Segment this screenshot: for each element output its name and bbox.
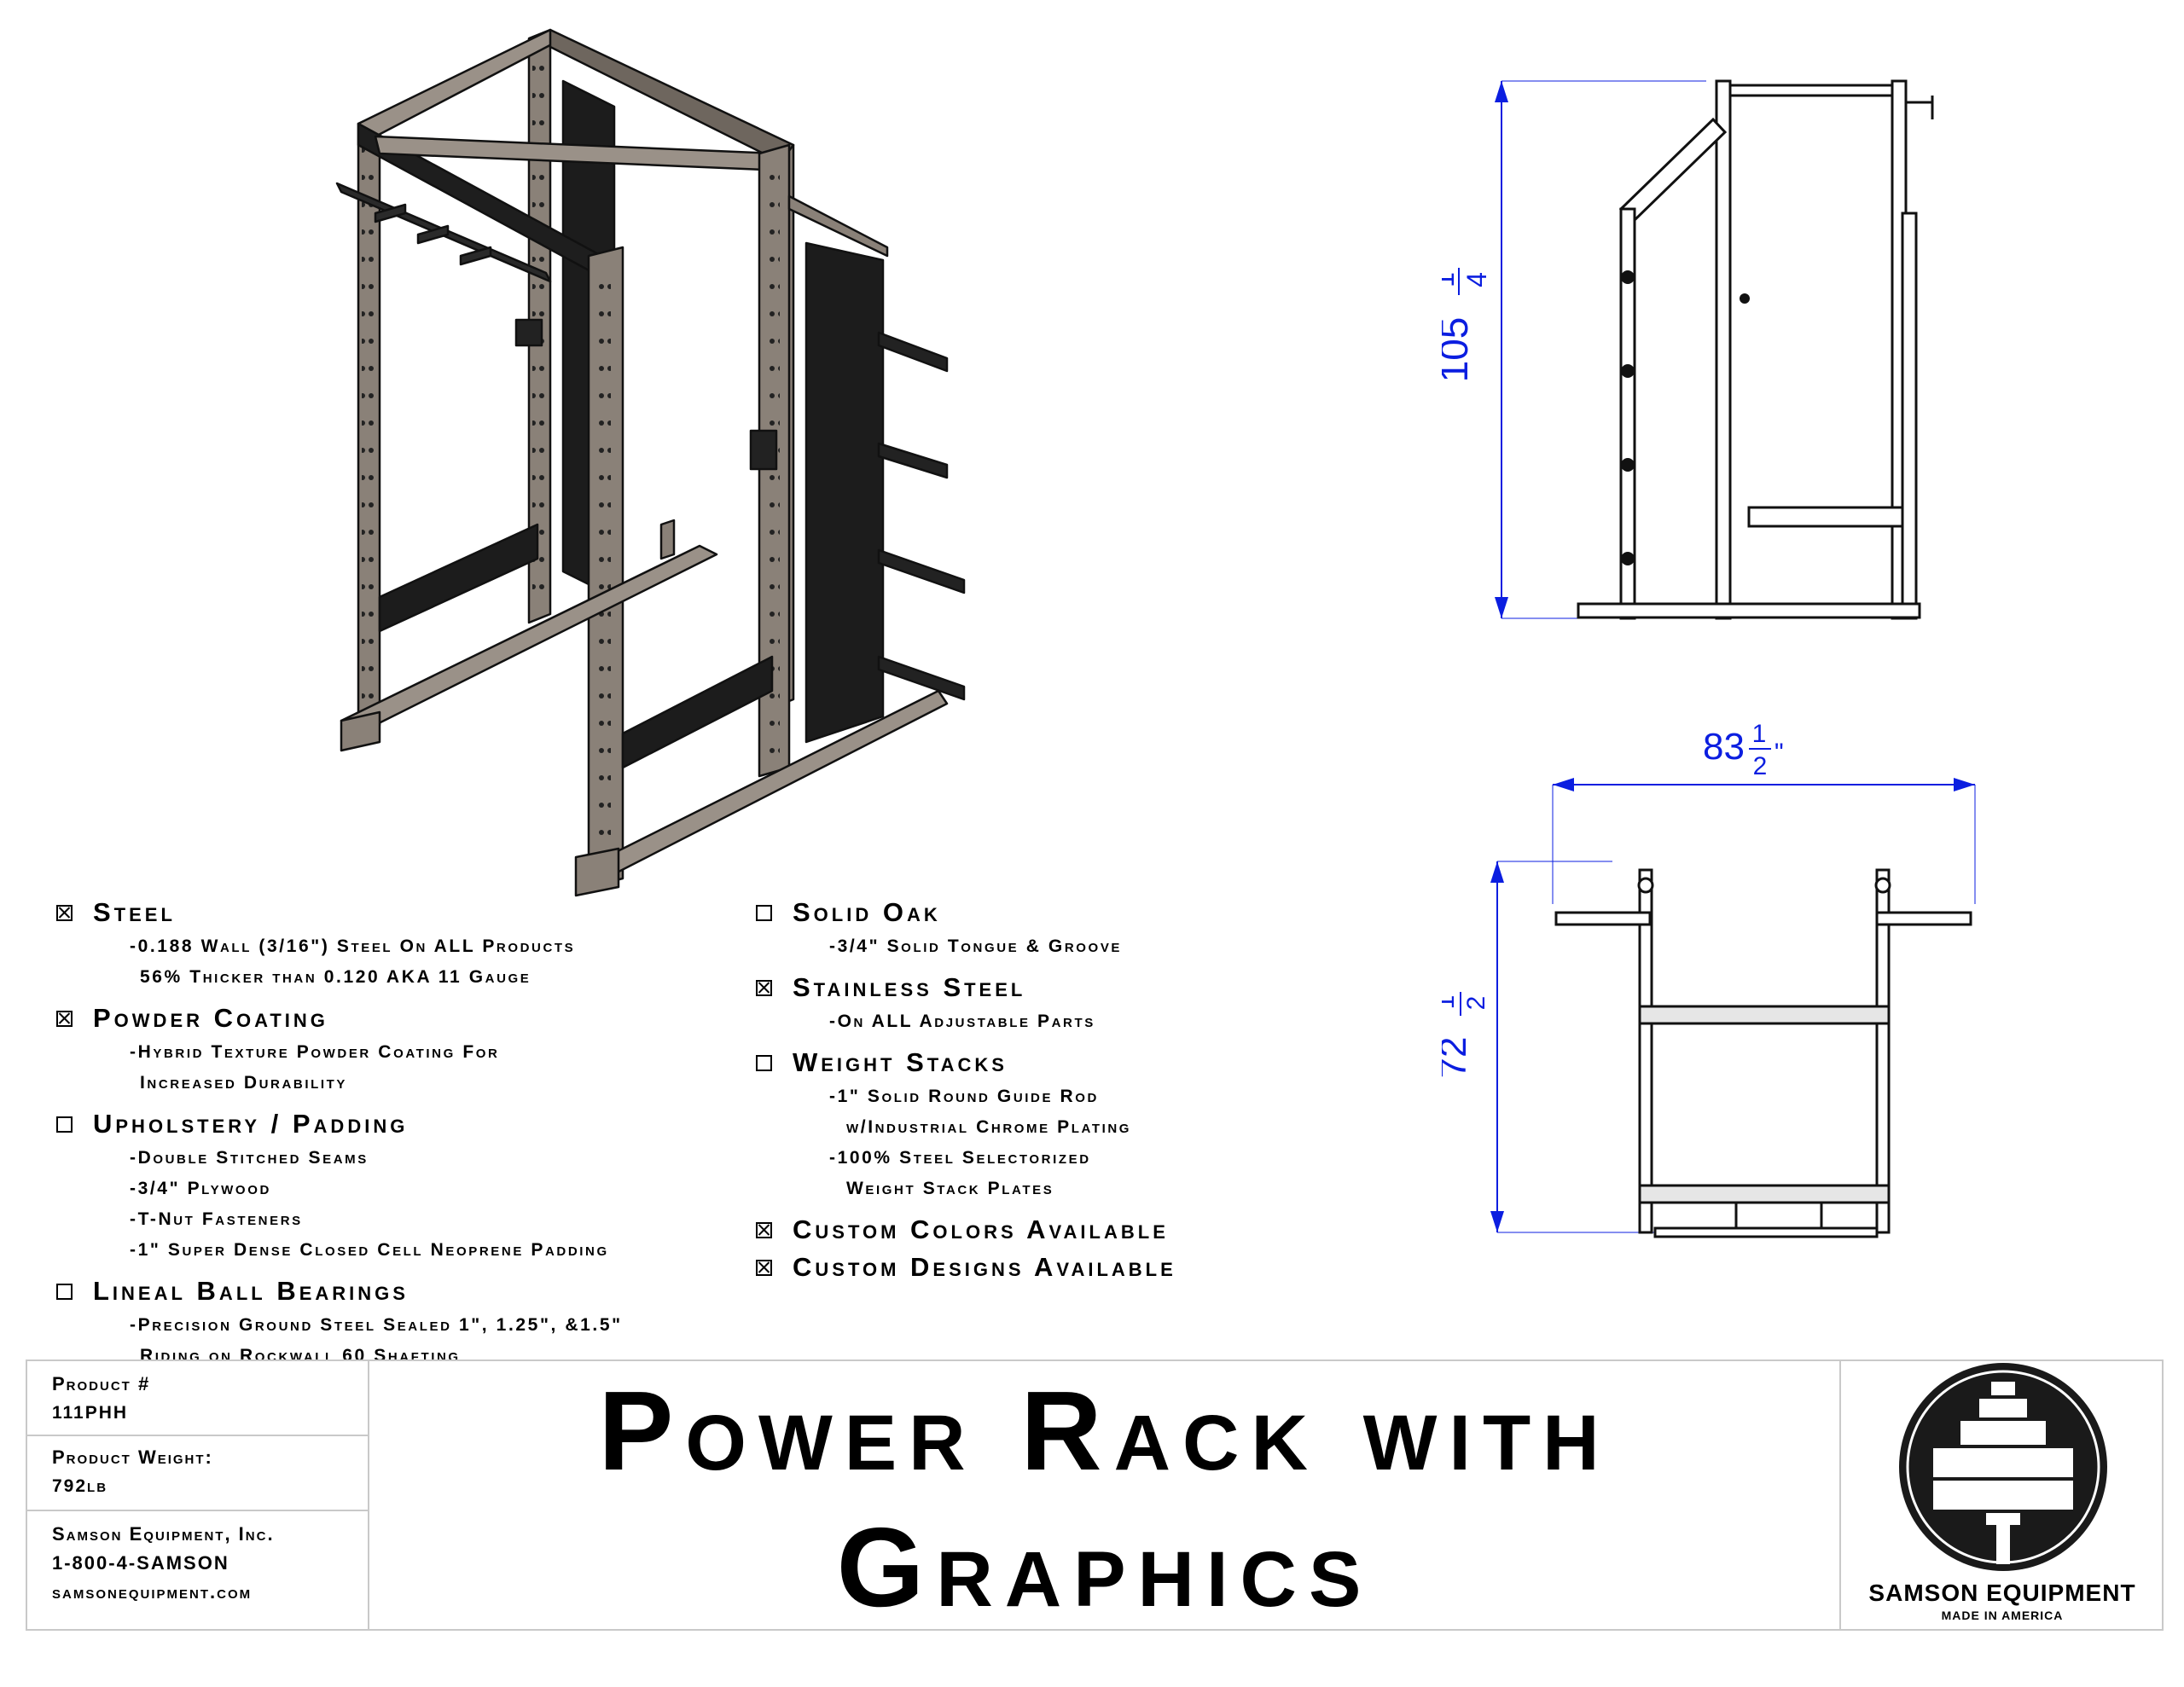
height-dimension-whole: 105 — [1442, 317, 1476, 383]
spec-label: Custom Colors Available — [793, 1215, 1169, 1244]
unchecked-checkbox — [756, 1054, 772, 1071]
product-weight-label: Product Weight: — [52, 1446, 213, 1468]
width-dimension-unit: " — [1774, 739, 1784, 767]
width-dimension-denominator: 2 — [1753, 752, 1768, 780]
spec-detail: -T-Nut Fasteners — [130, 1209, 303, 1229]
logo-company-name: SAMSON EQUIPMENT — [1868, 1580, 2136, 1606]
title-block: Product # 111PHH Product Weight: 792lb S… — [26, 1359, 2164, 1631]
spec-custom-designs: Custom Designs Available — [756, 1249, 1251, 1286]
product-number-value: 111PHH — [52, 1403, 129, 1423]
width-dimension-whole: 83 — [1703, 726, 1745, 768]
spec-label: Lineal Ball Bearings — [93, 1276, 409, 1306]
height-dimension-denominator: 4 — [1461, 272, 1492, 287]
product-weight-cell: Product Weight: 792lb — [27, 1436, 368, 1511]
spec-detail: -0.188 Wall (3/16") Steel On ALL Product… — [130, 936, 576, 956]
company-website: samsonequipment.com — [52, 1581, 253, 1603]
spec-detail: -3/4" Plywood — [130, 1179, 271, 1198]
spec-label: Steel — [93, 897, 176, 927]
specs-right-column: Solid Oak -3/4" Solid Tongue & Groove St… — [756, 894, 1251, 1293]
spec-detail: -On ALL Adjustable Parts — [829, 1012, 1095, 1031]
spec-weight-stacks: Weight Stacks -1" Solid Round Guide Rod … — [756, 1044, 1251, 1204]
depth-dimension-numerator: 1 — [1442, 995, 1460, 1010]
spec-detail: -3/4" Solid Tongue & Groove — [829, 936, 1123, 956]
product-number-cell: Product # 111PHH — [27, 1361, 368, 1436]
side-view-drawing: 105 1 4 " — [1442, 79, 1934, 620]
company-name: Samson Equipment, Inc. — [52, 1523, 275, 1545]
spec-custom-colors: Custom Colors Available — [756, 1211, 1251, 1249]
spec-detail: Weight Stack Plates — [846, 1179, 1054, 1198]
document-title: Power Rack with Graphics — [371, 1361, 1838, 1630]
product-weight-value: 792lb — [52, 1476, 108, 1496]
spec-detail: -1" Solid Round Guide Rod — [829, 1087, 1099, 1106]
spec-detail: Increased Durability — [140, 1073, 348, 1093]
height-dimension-numerator: 1 — [1442, 272, 1460, 287]
spec-stainless-steel: Stainless Steel -On ALL Adjustable Parts — [756, 969, 1251, 1037]
checked-checkbox — [56, 904, 73, 921]
top-view-drawing: 83 1 2 " 72 1 2 " — [1442, 720, 1976, 1238]
spec-upholstery: Upholstery / Padding -Double Stitched Se… — [56, 1105, 756, 1266]
depth-dimension-denominator: 2 — [1462, 996, 1490, 1011]
height-dimension-unit: " — [1442, 245, 1460, 254]
depth-dimension-whole: 72 — [1442, 1037, 1474, 1079]
depth-dimension-unit: " — [1442, 967, 1460, 977]
title-line-1: Power Rack with — [598, 1368, 1612, 1493]
spec-label: Stainless Steel — [793, 972, 1026, 1002]
samson-logo: SAMSON EQUIPMENT MADE IN AMERICA — [1839, 1361, 2164, 1629]
rack-isometric-drawing — [335, 28, 966, 897]
company-info-cell: Samson Equipment, Inc. 1-800-4-SAMSON sa… — [27, 1511, 368, 1631]
product-number-label: Product # — [52, 1373, 151, 1394]
spec-detail: -1" Super Dense Closed Cell Neoprene Pad… — [130, 1240, 609, 1260]
spec-label: Solid Oak — [793, 897, 941, 927]
spec-steel: Steel -0.188 Wall (3/16") Steel On ALL P… — [56, 894, 756, 993]
checked-checkbox — [56, 1010, 73, 1027]
unchecked-checkbox — [56, 1283, 73, 1300]
spec-label: Custom Designs Available — [793, 1252, 1176, 1282]
product-info-panel: Product # 111PHH Product Weight: 792lb S… — [27, 1361, 369, 1629]
unchecked-checkbox — [56, 1116, 73, 1133]
specs-left-column: Steel -0.188 Wall (3/16") Steel On ALL P… — [56, 894, 756, 1378]
spec-label: Upholstery / Padding — [93, 1109, 409, 1139]
spec-powder-coating: Powder Coating -Hybrid Texture Powder Co… — [56, 1000, 756, 1099]
spec-label: Weight Stacks — [793, 1047, 1008, 1077]
spec-detail: w/Industrial Chrome Plating — [846, 1117, 1132, 1137]
samson-logo-icon — [1899, 1363, 2107, 1571]
width-dimension-numerator: 1 — [1752, 720, 1767, 748]
unchecked-checkbox — [756, 904, 772, 921]
company-phone: 1-800-4-SAMSON — [52, 1552, 229, 1574]
title-line-2: Graphics — [836, 1504, 1374, 1630]
spec-solid-oak: Solid Oak -3/4" Solid Tongue & Groove — [756, 894, 1251, 962]
spec-detail: -Hybrid Texture Powder Coating For — [130, 1042, 500, 1062]
spec-detail: -Precision Ground Steel Sealed 1", 1.25"… — [130, 1315, 623, 1335]
spec-detail: -100% Steel Selectorized — [829, 1148, 1091, 1168]
checked-checkbox — [756, 1221, 772, 1238]
logo-tagline: MADE IN AMERICA — [1941, 1609, 2064, 1622]
spec-detail: -Double Stitched Seams — [130, 1148, 369, 1168]
spec-lineal-ball-bearings: Lineal Ball Bearings -Precision Ground S… — [56, 1272, 756, 1371]
checked-checkbox — [756, 1259, 772, 1276]
checked-checkbox — [756, 979, 772, 996]
spec-detail: 56% Thicker than 0.120 AKA 11 Gauge — [140, 967, 531, 987]
spec-label: Powder Coating — [93, 1003, 328, 1033]
